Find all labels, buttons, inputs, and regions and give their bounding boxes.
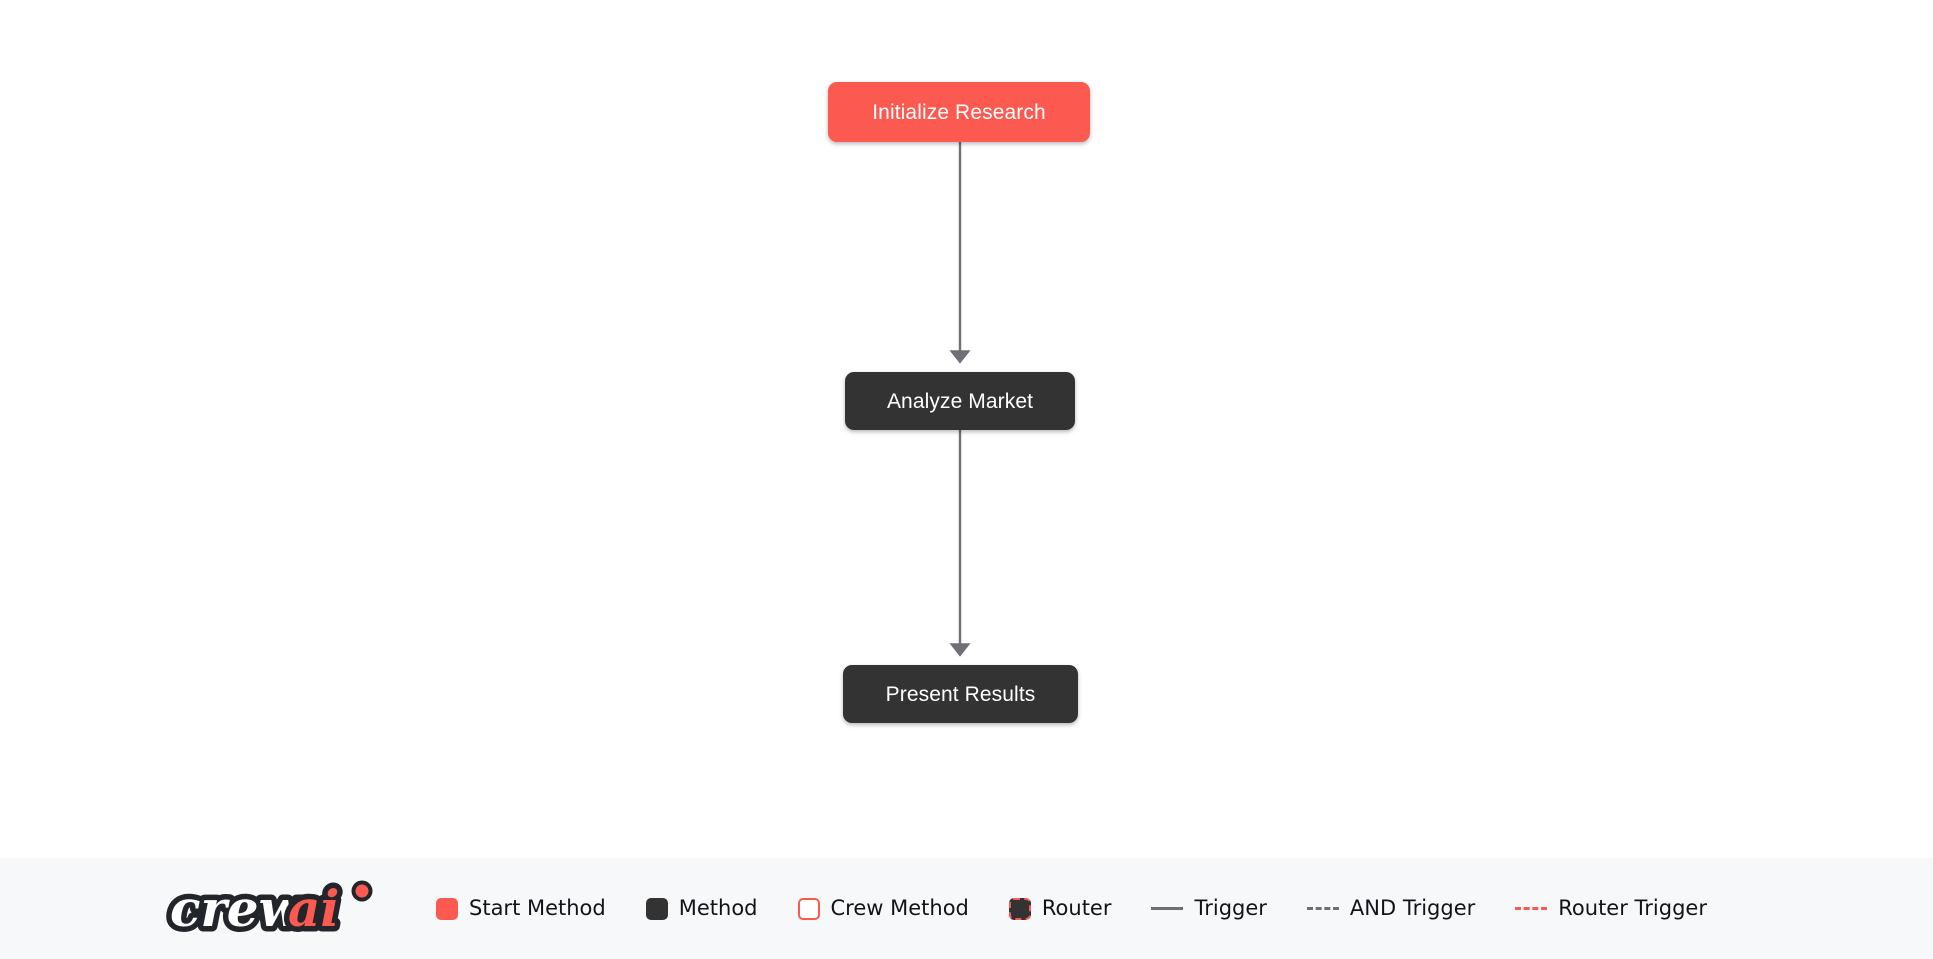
and-trigger-line-icon bbox=[1306, 907, 1339, 910]
svg-text:crew: crew bbox=[170, 879, 304, 938]
flow-node-analyze-market[interactable]: Analyze Market bbox=[845, 372, 1075, 430]
start-method-swatch-icon bbox=[436, 897, 458, 920]
legend-item-router: Router bbox=[1008, 896, 1112, 920]
legend-items: Start Method Method Crew Method Router T… bbox=[436, 896, 1707, 920]
flow-node-initialize-research[interactable]: Initialize Research bbox=[828, 82, 1090, 142]
method-swatch-icon bbox=[645, 897, 668, 920]
flow-canvas[interactable]: Initialize Research Analyze Market Prese… bbox=[0, 0, 1933, 858]
legend-item-crew-method: Crew Method bbox=[797, 896, 969, 920]
legend-item-label: Router bbox=[1041, 896, 1112, 920]
legend-item-trigger: Trigger bbox=[1151, 896, 1267, 920]
crewai-logo: crew crew ai ai bbox=[166, 878, 373, 940]
crew-method-swatch-icon bbox=[797, 897, 820, 920]
legend-item-label: Crew Method bbox=[830, 896, 969, 920]
router-swatch-icon bbox=[1008, 897, 1031, 920]
legend-item-and-trigger: AND Trigger bbox=[1306, 896, 1476, 920]
legend-item-label: Trigger bbox=[1194, 896, 1267, 920]
legend-item-label: Method bbox=[678, 896, 758, 920]
flow-node-label: Present Results bbox=[885, 682, 1036, 706]
router-trigger-line-icon bbox=[1515, 907, 1548, 910]
svg-text:crew: crew bbox=[170, 879, 304, 938]
flow-node-label: Initialize Research bbox=[872, 100, 1046, 124]
legend-item-start-method: Start Method bbox=[436, 896, 606, 920]
flow-node-label: Analyze Market bbox=[886, 389, 1034, 413]
svg-text:ai: ai bbox=[288, 879, 339, 938]
flow-node-present-results[interactable]: Present Results bbox=[843, 665, 1078, 723]
trigger-line-icon bbox=[1151, 907, 1184, 910]
legend-item-label: AND Trigger bbox=[1349, 896, 1476, 920]
legend-item-label: Router Trigger bbox=[1558, 896, 1707, 920]
legend-item-label: Start Method bbox=[469, 896, 606, 920]
legend-item-router-trigger: Router Trigger bbox=[1515, 898, 1707, 919]
legend-item-method: Method bbox=[645, 896, 758, 920]
legend-bar: crew crew ai ai Start Method Method Crew… bbox=[0, 858, 1933, 959]
svg-text:ai: ai bbox=[288, 879, 339, 938]
